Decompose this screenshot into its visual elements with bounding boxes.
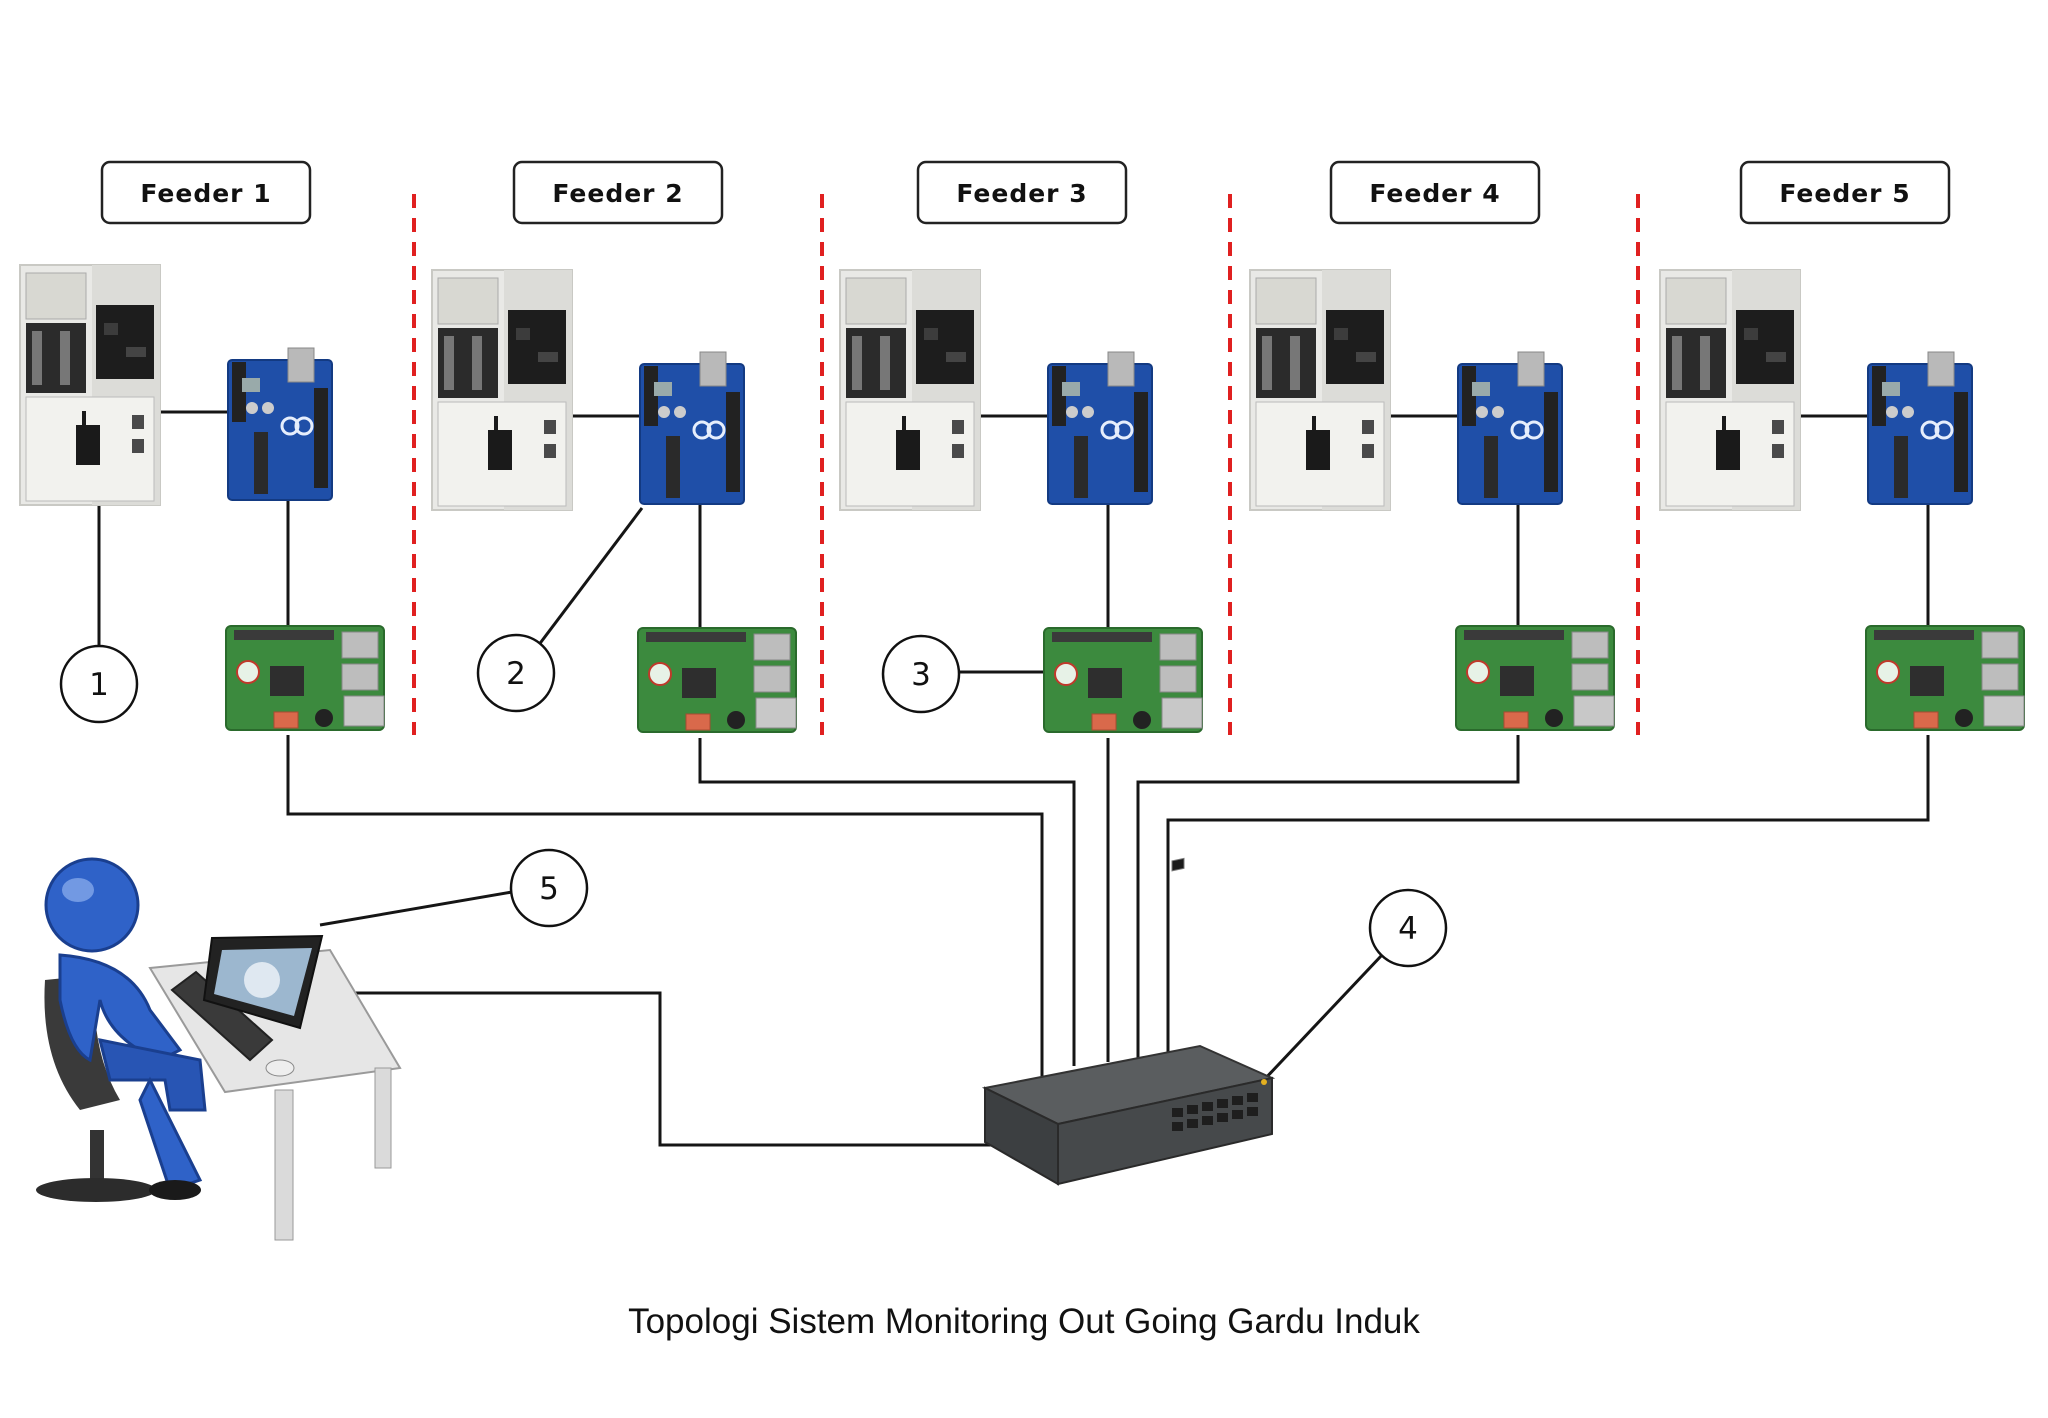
callout-4: 4 [1368,888,1448,968]
switchgear-cabinet-icon [431,269,573,511]
arduino-board-icon [638,350,746,506]
callout-1: 1 [59,644,139,724]
callout-number-4: 4 [1398,911,1418,947]
feeder-dividers [412,194,1640,735]
leader-4 [1260,953,1384,1084]
feeder-label-2: Feeder 2 [552,179,683,208]
wire-rpi-switch-2 [698,738,1076,1066]
arduino-board-icon [1866,350,1974,506]
switchgear-cabinet-icon [1659,269,1801,511]
callout-number-2: 2 [506,656,526,692]
callout-2: 2 [476,633,556,713]
feeder-header-1: Feeder 1 [100,160,312,225]
feeder-label-5: Feeder 5 [1779,179,1910,208]
feeder-devices-5 [1659,269,2025,731]
leader-2 [536,507,644,647]
network-switch-icon [981,857,1276,1186]
wire-rpi-switch-1 [286,735,1044,1076]
callout-number-1: 1 [89,667,109,703]
arduino-board-icon [226,346,334,502]
feeder-header-4: Feeder 4 [1329,160,1541,225]
arduino-board-icon [1046,350,1154,506]
feeder-header-2: Feeder 2 [512,160,724,225]
wire-rpi-switch-5 [1166,735,1930,1058]
switchgear-cabinet-icon [1249,269,1391,511]
feeder-label-1: Feeder 1 [140,179,271,208]
switchgear-cabinet-icon [839,269,981,511]
wire-rpi-switch-4 [1136,735,1520,1060]
callout-5: 5 [509,848,589,928]
raspberry-pi-board-icon [637,627,797,733]
operator-workstation-icon [36,857,402,1241]
callout-number-5: 5 [539,871,559,907]
callout-number-3: 3 [911,657,931,693]
raspberry-pi-board-icon [1043,627,1203,733]
feeder-devices-4 [1249,269,1615,731]
arduino-board-icon [1456,350,1564,506]
feeder-header-5: Feeder 5 [1739,160,1951,225]
raspberry-pi-board-icon [225,625,385,731]
callout-3: 3 [881,634,961,714]
wire-workstation-switch [305,991,1022,1147]
feeder-label-4: Feeder 4 [1369,179,1500,208]
switchgear-cabinet-icon [19,264,161,506]
diagram-caption: Topologi Sistem Monitoring Out Going Gar… [628,1302,1420,1341]
raspberry-pi-board-icon [1865,625,2025,731]
network-wiring [97,410,1930,1147]
raspberry-pi-board-icon [1455,625,1615,731]
feeder-label-3: Feeder 3 [956,179,1087,208]
leader-5 [319,890,513,927]
feeder-header-3: Feeder 3 [916,160,1128,225]
